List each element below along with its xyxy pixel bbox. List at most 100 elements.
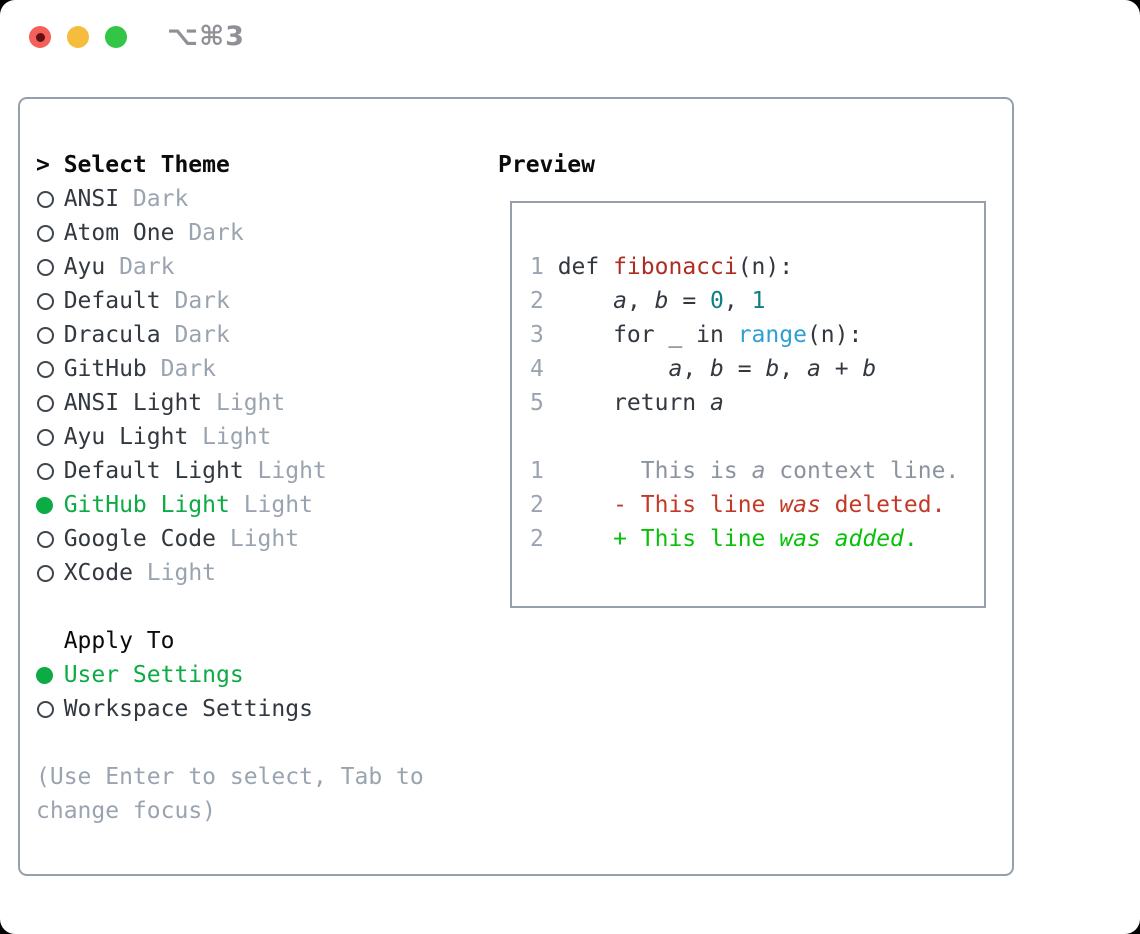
theme-name: XCode <box>63 560 133 586</box>
apply-option-label: User Settings <box>63 662 244 688</box>
code-segment: return <box>557 390 711 416</box>
theme-name: Ayu Light <box>63 424 189 450</box>
code-line: 3 for _ in range(n): <box>530 318 984 352</box>
radio-icon <box>37 292 54 310</box>
code-segment: (n): <box>806 322 863 348</box>
apply-to-header-label: Apply To <box>63 628 175 654</box>
theme-option-ansi[interactable]: ANSI Dark <box>36 182 470 216</box>
code-segment: This is <box>557 458 752 484</box>
code-segment: for _ in <box>557 322 738 348</box>
spacer <box>36 590 470 624</box>
code-segment: (n): <box>737 254 794 280</box>
line-number: 1 <box>530 458 544 484</box>
theme-name: ANSI Light <box>63 390 203 416</box>
radio-icon <box>37 564 54 582</box>
code-line: 1 def fibonacci(n): <box>530 250 984 284</box>
code-line: 2 + This line was added. <box>530 522 984 556</box>
theme-variant-label: Light <box>146 560 217 586</box>
select-theme-header: > Select Theme <box>36 148 470 182</box>
code-line: 5 return a <box>530 386 984 420</box>
theme-option-ayu-light[interactable]: Ayu Light Light <box>36 420 470 454</box>
line-number: 2 <box>530 288 544 314</box>
code-segment: a <box>751 458 766 484</box>
select-theme-header-label: Select Theme <box>63 152 230 178</box>
theme-option-ansi-light[interactable]: ANSI Light Light <box>36 386 470 420</box>
theme-name: Dracula <box>63 322 161 348</box>
zoom-button[interactable] <box>105 26 127 48</box>
code-segment: + <box>820 356 863 382</box>
theme-variant-label: Light <box>257 458 327 484</box>
radio-icon <box>37 428 54 446</box>
theme-name: Default Light <box>63 458 244 484</box>
prompt-caret-icon: > <box>36 152 50 178</box>
code-segment: b <box>765 356 780 382</box>
theme-option-google-code[interactable]: Google Code Light <box>36 522 470 556</box>
code-segment: added <box>834 526 904 552</box>
code-segment: , <box>723 288 752 314</box>
code-segment: b <box>654 288 669 314</box>
code-segment: 0 <box>710 288 724 314</box>
theme-variant-label: Dark <box>132 186 189 212</box>
code-segment: , <box>779 356 807 382</box>
window-title: ⌥⌘3 <box>167 21 245 52</box>
code-segment: was <box>779 526 821 552</box>
code-segment: + This line <box>557 526 780 552</box>
code-line: 2 - This line was deleted. <box>530 488 984 522</box>
code-segment: . <box>903 526 918 552</box>
apply-to-header: Apply To <box>36 624 470 658</box>
code-segment: a <box>613 288 627 314</box>
theme-variant-label: Dark <box>119 254 175 280</box>
theme-variant-label: Light <box>202 424 272 450</box>
code-segment: fibonacci <box>613 254 738 280</box>
minimize-button[interactable] <box>67 26 89 48</box>
theme-option-xcode[interactable]: XCode Light <box>36 556 470 590</box>
radio-selected-icon <box>36 666 53 684</box>
theme-variant-label: Dark <box>174 322 230 348</box>
code-segment: , <box>682 356 711 382</box>
code-segment: a <box>807 356 821 382</box>
code-line: 2 a, b = 0, 1 <box>530 284 984 318</box>
radio-icon <box>37 700 54 718</box>
theme-name: Google Code <box>63 526 217 552</box>
apply-option-workspace-settings[interactable]: Workspace Settings <box>36 692 470 726</box>
theme-name: ANSI <box>63 186 120 212</box>
spacer <box>36 726 470 760</box>
code-segment <box>821 526 835 552</box>
close-button[interactable] <box>29 26 51 48</box>
code-segment <box>558 288 613 314</box>
theme-option-dracula[interactable]: Dracula Dark <box>36 318 470 352</box>
theme-name: Ayu <box>63 254 106 280</box>
radio-icon <box>37 224 54 242</box>
code-segment: b <box>862 356 877 382</box>
code-line: 1 This is a context line. <box>530 454 984 488</box>
theme-option-ayu[interactable]: Ayu Dark <box>36 250 470 284</box>
theme-variant-label: Light <box>229 526 300 552</box>
theme-variant-label: Dark <box>188 220 244 246</box>
code-segment: 1 <box>751 288 766 314</box>
code-line <box>530 420 984 454</box>
radio-icon <box>37 258 54 276</box>
radio-selected-icon <box>36 496 53 514</box>
apply-option-user-settings[interactable]: User Settings <box>36 658 470 692</box>
theme-variant-label: Light <box>243 492 313 518</box>
line-number: 1 <box>530 254 544 280</box>
code-segment: range <box>737 322 807 348</box>
theme-option-default-light[interactable]: Default Light Light <box>36 454 470 488</box>
theme-name: Default <box>63 288 161 314</box>
code-segment: = <box>668 288 711 314</box>
code-segment: deleted. <box>820 492 946 518</box>
radio-icon <box>37 360 54 378</box>
code-segment: def <box>557 254 614 280</box>
apply-to-indent <box>36 624 64 658</box>
line-number: 4 <box>530 356 544 382</box>
code-segment: = <box>723 356 766 382</box>
theme-variant-label: Light <box>216 390 286 416</box>
line-number: 5 <box>530 390 544 416</box>
